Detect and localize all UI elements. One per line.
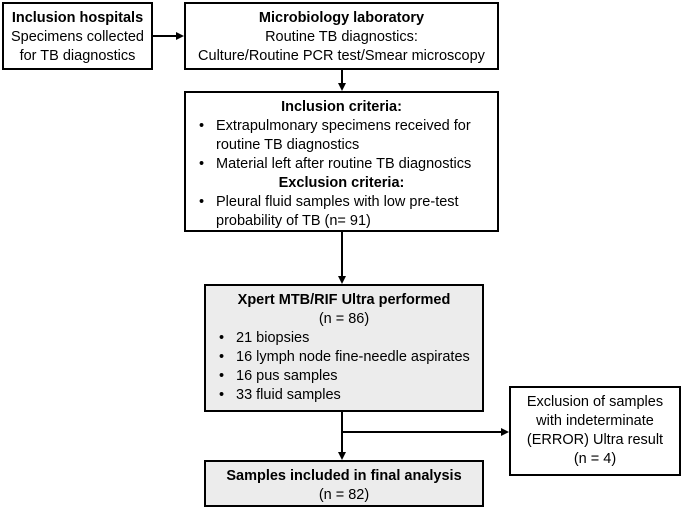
xpert-ultra-box: Xpert MTB/RIF Ultra performed (n = 86) 2… <box>204 284 484 412</box>
arrowhead-icon <box>338 452 346 460</box>
xpert-sample-item: 16 lymph node fine-needle aspirates <box>212 348 476 367</box>
microbiology-laboratory-line-2: Culture/Routine PCR test/Smear microscop… <box>198 48 485 64</box>
excluded-samples-line-3: (ERROR) Ultra result <box>526 432 664 448</box>
exclusion-criteria-list: Pleural fluid samples with low pre-test … <box>192 193 491 231</box>
xpert-ultra-count: (n = 86) <box>318 311 370 327</box>
excluded-samples-line-4: (n = 4) <box>573 451 617 467</box>
inclusion-hospitals-line-2: for TB diagnostics <box>19 48 136 64</box>
microbiology-laboratory-box: Microbiology laboratory Routine TB diagn… <box>184 2 499 70</box>
xpert-sample-item: 33 fluid samples <box>212 386 476 405</box>
inclusion-criteria-item: Material left after routine TB diagnosti… <box>192 155 491 174</box>
xpert-sample-item: 21 biopsies <box>212 329 476 348</box>
arrowhead-icon <box>338 276 346 284</box>
arrowhead-icon <box>338 83 346 91</box>
inclusion-hospitals-title: Inclusion hospitals <box>11 10 144 26</box>
criteria-box: Inclusion criteria: Extrapulmonary speci… <box>184 91 499 232</box>
arrowhead-icon <box>176 32 184 40</box>
inclusion-criteria-title: Inclusion criteria: <box>281 99 402 115</box>
inclusion-criteria-list: Extrapulmonary specimens received for ro… <box>192 117 491 174</box>
microbiology-laboratory-title: Microbiology laboratory <box>258 10 425 26</box>
final-analysis-count: (n = 82) <box>318 487 370 503</box>
excluded-samples-box: Exclusion of samples with indeterminate … <box>509 386 681 476</box>
excluded-samples-line-1: Exclusion of samples <box>526 394 664 410</box>
final-analysis-box: Samples included in final analysis (n = … <box>204 460 484 507</box>
xpert-sample-item: 16 pus samples <box>212 367 476 386</box>
arrowhead-icon <box>501 428 509 436</box>
inclusion-hospitals-line-1: Specimens collected <box>11 29 144 45</box>
exclusion-criteria-title: Exclusion criteria: <box>278 175 405 191</box>
exclusion-criteria-item: Pleural fluid samples with low pre-test … <box>192 193 491 231</box>
final-analysis-title: Samples included in final analysis <box>226 468 462 484</box>
inclusion-criteria-item: Extrapulmonary specimens received for ro… <box>192 117 491 155</box>
microbiology-laboratory-line-1: Routine TB diagnostics: <box>265 29 418 45</box>
inclusion-hospitals-box: Inclusion hospitals Specimens collected … <box>2 2 153 70</box>
xpert-ultra-title: Xpert MTB/RIF Ultra performed <box>237 292 451 308</box>
xpert-sample-list: 21 biopsies 16 lymph node fine-needle as… <box>212 329 476 405</box>
excluded-samples-line-2: with indeterminate <box>536 413 654 429</box>
